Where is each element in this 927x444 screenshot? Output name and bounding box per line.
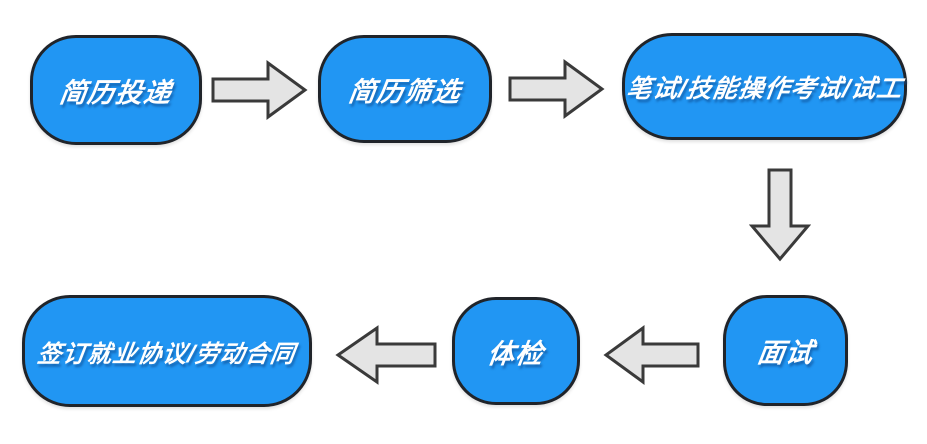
node-interview: 面试 [723, 295, 848, 406]
node-resume-submission: 简历投递 [30, 35, 202, 145]
arrow-left-icon [335, 325, 437, 385]
node-interview-label: 面试 [755, 338, 816, 368]
arrow-right-icon [508, 59, 605, 119]
node-resume-screening-label: 简历筛选 [346, 76, 463, 107]
node-written-skill-test-label: 笔试/技能操作考试/试工 [624, 74, 905, 103]
arrow-left-icon [603, 325, 700, 385]
node-written-skill-test: 笔试/技能操作考试/试工 [622, 33, 907, 140]
node-physical-exam: 体检 [452, 297, 580, 405]
node-resume-screening: 简历筛选 [318, 35, 492, 143]
arrow-down-icon [749, 168, 811, 262]
node-physical-exam-label: 体检 [485, 338, 546, 369]
arrow-right-icon [211, 60, 308, 120]
node-sign-contract: 签订就业协议/劳动合同 [22, 295, 312, 407]
node-resume-submission-label: 简历投递 [57, 77, 174, 108]
node-sign-contract-label: 签订就业协议/劳动合同 [35, 340, 298, 368]
